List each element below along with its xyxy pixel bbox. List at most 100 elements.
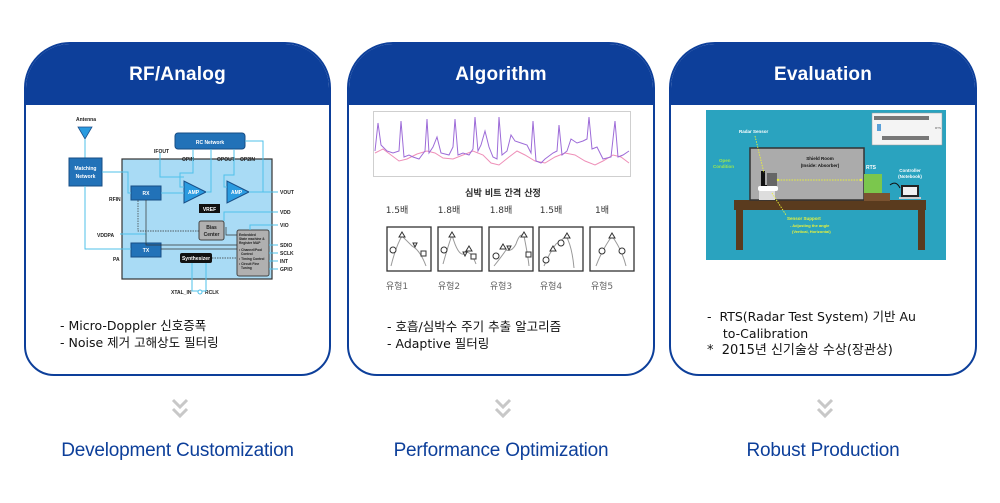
- svg-text:VOUT: VOUT: [280, 190, 294, 196]
- svg-text:Control: Control: [241, 252, 253, 256]
- beat-ratio: 1배: [594, 206, 609, 216]
- footer-robust-production: Robust Production: [746, 440, 900, 461]
- svg-text:AMP: AMP: [231, 190, 243, 196]
- svg-text:Register MAP: Register MAP: [239, 241, 261, 245]
- card-algorithm: Algorithm 심박 비트 간격 산정 1.5배 1.8배 1.8배 1.5…: [347, 42, 655, 376]
- svg-text:GPIO: GPIO: [280, 267, 293, 273]
- chevron-down-icon: [171, 398, 189, 419]
- footer-performance-optimization: Performance Optimization: [393, 440, 609, 461]
- heartbeat-waveform: [374, 116, 630, 164]
- beat-type-label: 유형3: [489, 282, 513, 292]
- figure-section-title: 심박 비트 간격 산정: [465, 189, 541, 199]
- svg-text:Network: Network: [76, 174, 96, 180]
- table-top: [734, 200, 926, 210]
- svg-text:(Inside: Absorber): (Inside: Absorber): [801, 163, 840, 168]
- bullet-item: - RTS(Radar Test System) 기반 Au: [707, 309, 916, 324]
- beat-types: 1.5배 1.8배 1.8배 1.5배 1배: [374, 203, 634, 283]
- beat-type-icons: [386, 226, 635, 272]
- svg-text:SDIO: SDIO: [280, 243, 292, 249]
- svg-text:OP2IN: OP2IN: [240, 157, 255, 163]
- bullet-item: - Noise 제거 고해상도 필터링: [60, 335, 219, 350]
- chevron-down-icon: [816, 398, 834, 419]
- svg-text:VDD: VDD: [280, 210, 291, 216]
- svg-text:• Circuit Fine: • Circuit Fine: [239, 262, 259, 266]
- svg-text:AMP: AMP: [188, 190, 200, 196]
- svg-text:RX: RX: [143, 191, 151, 197]
- bias-center-block: [198, 220, 225, 241]
- beat-type-label: 유형1: [385, 282, 409, 292]
- bullet-item: * 2015년 신기술상 수상(장관상): [707, 343, 893, 358]
- beat-type: 1.5배: [528, 203, 574, 216]
- evaluation-bullets: - RTS(Radar Test System) 기반 Au to-Calibr…: [707, 308, 916, 359]
- svg-text:Radar Sensor: Radar Sensor: [739, 129, 769, 134]
- rf-block-diagram: Antenna Matching Network RC Network IFOU…: [68, 117, 294, 296]
- rf-bullets: - Micro-Doppler 신호증폭 - Noise 제거 고해상도 필터링: [60, 317, 219, 351]
- svg-text:Condition: Condition: [713, 164, 734, 169]
- svg-text:• Channel/Pool: • Channel/Pool: [239, 248, 262, 252]
- bullet-item: - Micro-Doppler 신호증폭: [60, 318, 207, 333]
- beat-type-label: 유형2: [437, 282, 461, 292]
- svg-text:Matching: Matching: [75, 166, 97, 172]
- svg-text:Controller: Controller: [899, 168, 921, 173]
- svg-text:RTS: RTS: [935, 126, 941, 130]
- svg-text:RFIN: RFIN: [109, 197, 121, 203]
- beat-type-label: 유형5: [590, 282, 614, 292]
- beat-type-labels: 유형1 유형2 유형3 유형4 유형5: [374, 279, 634, 293]
- beat-ratio: 1.5배: [385, 206, 409, 216]
- beat-type-label: 유형4: [539, 282, 563, 292]
- svg-text:Center: Center: [204, 232, 220, 238]
- beat-ratio: 1.8배: [489, 206, 513, 216]
- svg-text:SCLK: SCLK: [280, 251, 294, 257]
- svg-text:Embedded: Embedded: [239, 233, 256, 237]
- bullet-item: - Adaptive 필터링: [387, 336, 490, 351]
- waveform-chart: [373, 111, 631, 177]
- rts-setup-diagram: RTS: [706, 110, 946, 260]
- algorithm-bullets: - 호흡/심박수 주기 추출 알고리즘 - Adaptive 필터링: [387, 318, 561, 352]
- card-title: RF/Analog: [26, 44, 329, 105]
- svg-text:OPIN: OPIN: [182, 157, 195, 163]
- card-title: Evaluation: [671, 44, 975, 105]
- svg-text:OPOUT: OPOUT: [217, 157, 235, 163]
- svg-text:Sensor Support: Sensor Support: [787, 216, 821, 221]
- card-evaluation: Evaluation RTS: [669, 42, 977, 376]
- svg-text:INT: INT: [280, 259, 288, 265]
- bullet-item: to-Calibration: [707, 326, 809, 341]
- svg-text:VDDPA: VDDPA: [97, 233, 115, 239]
- antenna-icon: [77, 126, 93, 140]
- respiration-waveform: [374, 148, 630, 166]
- svg-text:(Notebook): (Notebook): [898, 174, 922, 179]
- svg-text:Open: Open: [719, 158, 731, 163]
- antenna-label: Antenna: [76, 117, 96, 123]
- svg-text:(Vertical, Horizontal): (Vertical, Horizontal): [792, 229, 831, 234]
- footer-development-customization: Development Customization: [61, 440, 294, 461]
- amp1-icon: [183, 180, 208, 204]
- svg-text:IFOUT: IFOUT: [154, 149, 169, 155]
- svg-text:VIO: VIO: [280, 223, 289, 229]
- card-rf-analog: RF/Analog Antenna Matching Network RC Ne…: [24, 42, 331, 376]
- svg-text:Bias: Bias: [206, 225, 217, 231]
- svg-text:XTAL_IN: XTAL_IN: [171, 290, 192, 296]
- svg-text:TX: TX: [143, 248, 150, 254]
- svg-text:Tuning: Tuning: [241, 266, 252, 270]
- beat-ratio: 1.5배: [539, 206, 563, 216]
- card-title: Algorithm: [349, 44, 653, 105]
- svg-text:PA: PA: [113, 257, 120, 263]
- svg-text:RCLK: RCLK: [205, 290, 219, 296]
- vref-block: [199, 204, 220, 213]
- synthesizer-block: [180, 253, 212, 263]
- rts-box: [864, 174, 882, 199]
- card-body: Antenna Matching Network RC Network IFOU…: [26, 105, 329, 374]
- svg-text:State machine &: State machine &: [239, 237, 265, 241]
- card-body: RTS: [671, 105, 975, 374]
- beat-type: 1.8배: [426, 203, 472, 216]
- card-body: 심박 비트 간격 산정 1.5배 1.8배 1.8배 1.5배 1배: [349, 105, 653, 374]
- svg-text:RTS: RTS: [866, 165, 877, 171]
- svg-text:• Timing Control: • Timing Control: [239, 257, 265, 261]
- svg-text:VREF: VREF: [203, 207, 216, 213]
- beat-type: 1.5배: [374, 203, 420, 216]
- beat-ratio: 1.8배: [437, 206, 461, 216]
- svg-text:Shield Room: Shield Room: [806, 156, 834, 161]
- bullet-item: - 호흡/심박수 주기 추출 알고리즘: [387, 319, 562, 334]
- amp2-icon: [226, 180, 251, 204]
- beat-type: 1.8배: [478, 203, 524, 216]
